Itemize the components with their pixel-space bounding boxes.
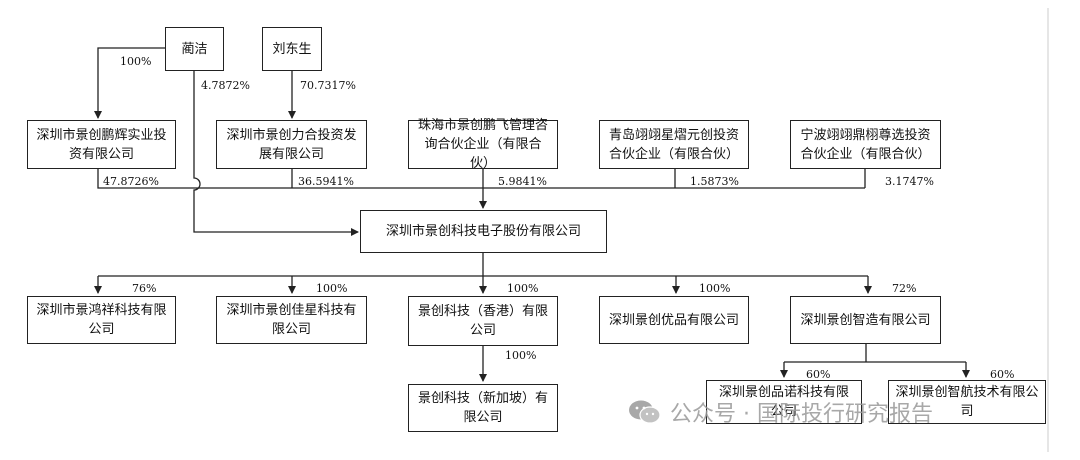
pct-to-hongxiang: 76% [132,282,157,295]
subsidiary-pinnuo: 深圳景创品诺科技有限公司 [706,380,862,424]
shareholder-qingdao: 青岛翊翊星熠元创投资合伙企业（有限合伙） [599,120,749,169]
pct-hk-to-singapore: 100% [505,349,537,362]
subsidiary-jiaxing: 深圳市景创佳星科技有限公司 [216,296,367,344]
pct-lan-to-pengyu: 100% [120,55,152,68]
shareholder-lihe: 深圳市景创力合投资发展有限公司 [216,120,367,169]
main-company: 深圳市景创科技电子股份有限公司 [360,210,607,253]
subsidiary-zhihang: 深圳景创智航技术有限公司 [888,380,1046,424]
pct-to-zhihang: 60% [990,368,1015,381]
pct-to-youpin: 100% [699,282,731,295]
pct-ningbo-to-company: 3.1747% [885,175,934,188]
subsidiary-youpin: 深圳景创优品有限公司 [599,296,749,344]
wechat-icon [629,400,661,424]
pct-lihe-to-company: 36.5941% [298,175,354,188]
shareholder-lan-jie: 蔺洁 [165,27,224,71]
watermark: 公众号 · 国际投行研究报告 [628,396,933,428]
shareholder-ningbo: 宁波翊翊鼎栩尊选投资合伙企业（有限合伙） [790,120,941,169]
pct-lan-to-company: 4.7872% [201,79,250,92]
pct-pengyu-to-company: 47.8726% [103,175,159,188]
subsidiary-hk: 景创科技（香港）有限公司 [408,296,558,346]
pct-to-pinnuo: 60% [806,368,831,381]
pct-zhuhai-to-company: 5.9841% [498,175,547,188]
pct-qingdao-to-company: 1.5873% [690,175,739,188]
shareholder-pengyu: 深圳市景创鹏辉实业投资有限公司 [27,120,176,169]
subsidiary-hongxiang: 深圳市景鸿祥科技有限公司 [27,296,176,344]
subsidiary-zhizao: 深圳景创智造有限公司 [790,296,941,344]
pct-to-zhizao: 72% [892,282,917,295]
pct-to-hk: 100% [507,282,539,295]
shareholder-zhuhai: 珠海市景创鹏飞管理咨询合伙企业（有限合伙） [408,118,558,171]
subsidiary-singapore: 景创科技（新加坡）有限公司 [408,384,558,432]
pct-liu-to-lihe: 70.7317% [300,79,356,92]
pct-to-jiaxing: 100% [316,282,348,295]
shareholder-liu-dongsheng: 刘东生 [262,27,322,71]
watermark-text: 公众号 · 国际投行研究报告 [670,402,933,427]
